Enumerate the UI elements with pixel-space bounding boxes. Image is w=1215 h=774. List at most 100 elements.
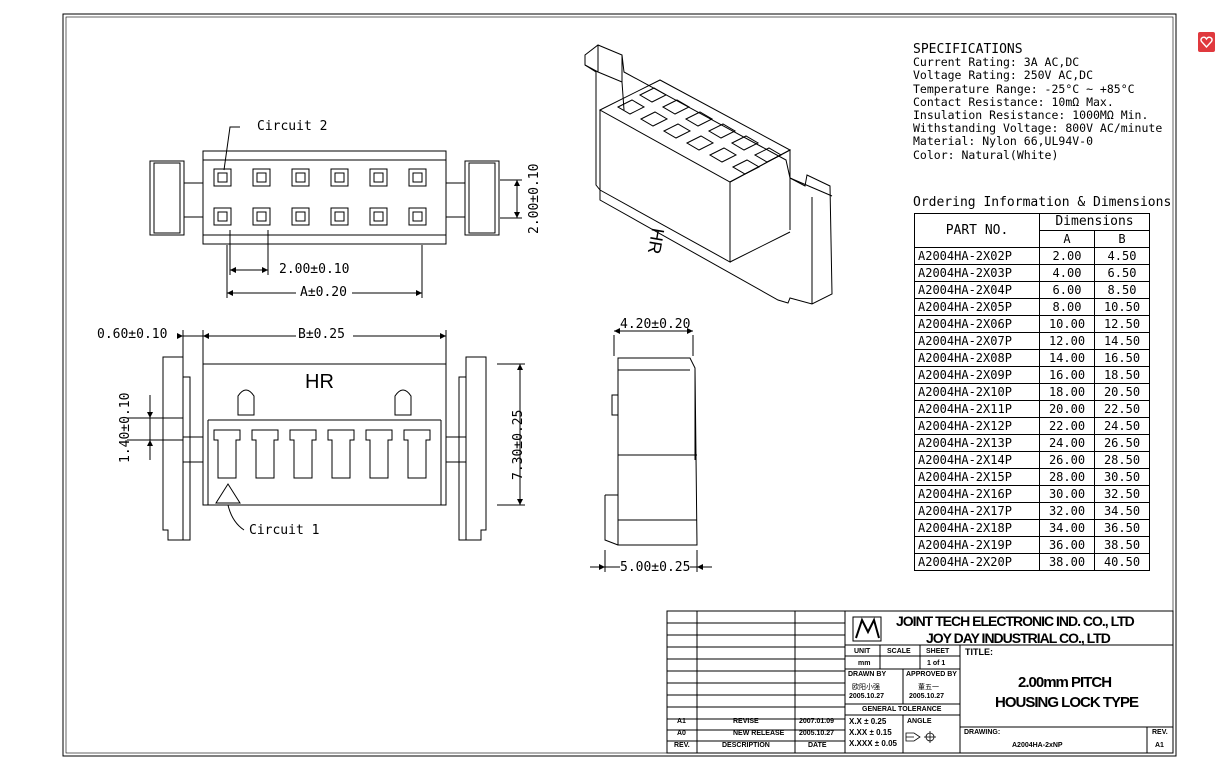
iso-cavity — [661, 99, 691, 115]
rev-code: A1 — [677, 718, 686, 725]
dim-a-cell: 32.00 — [1039, 502, 1095, 520]
part-number-cell: A2004HA-2X12P — [914, 417, 1040, 435]
front-slot — [251, 429, 279, 479]
part-number-cell: A2004HA-2X04P — [914, 281, 1040, 299]
company-name-1: JOINT TECH ELECTRONIC IND. CO., LTD — [896, 613, 1135, 629]
rev-header-2: DATE — [808, 742, 827, 749]
col-part-no: PART NO. — [914, 213, 1040, 248]
dim-a-cell: 14.00 — [1039, 349, 1095, 367]
part-number-cell: A2004HA-2X14P — [914, 451, 1040, 469]
title-line-1: 2.00mm PITCH — [1018, 674, 1112, 691]
part-number-cell: A2004HA-2X07P — [914, 332, 1040, 350]
front-slot — [327, 429, 355, 479]
tolerance-3: X.XXX ± 0.05 — [849, 739, 897, 748]
part-number-cell: A2004HA-2X17P — [914, 502, 1040, 520]
part-number-cell: A2004HA-2X16P — [914, 485, 1040, 503]
dim-a-cell: 30.00 — [1039, 485, 1095, 503]
unit-label: UNIT — [854, 648, 871, 655]
rev-label: REV. — [1152, 729, 1168, 736]
pin-contact — [256, 211, 267, 222]
iso-cavity — [616, 99, 646, 115]
col-b: B — [1094, 230, 1150, 248]
dimension-500: 5.00±0.25 — [620, 560, 691, 575]
dim-a-cell: 2.00 — [1039, 247, 1095, 265]
front-view — [162, 356, 487, 541]
dim-b-cell: 30.50 — [1094, 468, 1150, 486]
dim-a-cell: 26.00 — [1039, 451, 1095, 469]
sheet-value: 1 of 1 — [927, 660, 946, 667]
part-number-cell: A2004HA-2X02P — [914, 247, 1040, 265]
pin-cavity — [291, 168, 310, 187]
pin-contact — [412, 172, 423, 183]
pin-contact — [334, 211, 345, 222]
dim-b-cell: 18.50 — [1094, 366, 1150, 384]
front-slot — [213, 429, 241, 479]
dim-b-cell: 32.50 — [1094, 485, 1150, 503]
part-number-cell: A2004HA-2X10P — [914, 383, 1040, 401]
pin-contact — [217, 211, 228, 222]
dim-a-cell: 8.00 — [1039, 298, 1095, 316]
title-label: TITLE: — [965, 647, 993, 657]
dim-b-cell: 10.50 — [1094, 298, 1150, 316]
top-view — [149, 150, 500, 245]
hr-marking-iso: HR — [643, 226, 668, 256]
dim-b-cell: 22.50 — [1094, 400, 1150, 418]
heart-badge-icon[interactable] — [1198, 32, 1215, 52]
drawn-date: 2005.10.27 — [849, 693, 885, 700]
inner-frame — [65, 16, 1174, 754]
dim-a-cell: 34.00 — [1039, 519, 1095, 537]
pin-cavity — [369, 168, 388, 187]
sheet-label: SHEET — [926, 648, 950, 655]
rev-code: A0 — [677, 730, 686, 737]
iso-cavity — [638, 87, 668, 103]
dimension-730: 7.30±0.25 — [511, 409, 526, 480]
rev-header-0: REV. — [674, 742, 690, 749]
hr-marking: HR — [305, 371, 334, 393]
part-number-cell: A2004HA-2X11P — [914, 400, 1040, 418]
pin-cavity — [213, 168, 232, 187]
drawn-by-label: DRAWN BY — [848, 671, 887, 678]
spec-line: Temperature Range: -25°C ~ +85°C — [913, 81, 1135, 96]
dimension-a: A±0.20 — [300, 285, 347, 300]
approved-date: 2005.10.27 — [909, 693, 945, 700]
part-number-cell: A2004HA-2X05P — [914, 298, 1040, 316]
dim-a-cell: 10.00 — [1039, 315, 1095, 333]
iso-cavity — [708, 147, 738, 163]
company-name-2: JOY DAY INDUSTRIAL CO., LTD — [926, 630, 1111, 646]
dim-a-cell: 4.00 — [1039, 264, 1095, 282]
scale-label: SCALE — [887, 648, 911, 655]
dim-b-cell: 4.50 — [1094, 247, 1150, 265]
angle-label: ANGLE — [907, 718, 932, 725]
dim-a-cell: 22.00 — [1039, 417, 1095, 435]
iso-cavity — [730, 135, 760, 151]
dim-b-cell: 16.50 — [1094, 349, 1150, 367]
iso-cavity — [753, 147, 783, 163]
drawing-no: A2004HA-2xNP — [1012, 742, 1063, 749]
dim-a-cell: 24.00 — [1039, 434, 1095, 452]
pin-cavity — [330, 168, 349, 187]
specifications-heading: SPECIFICATIONS — [913, 42, 1023, 57]
dim-a-cell: 16.00 — [1039, 366, 1095, 384]
dimension-420: 4.20±0.20 — [620, 317, 691, 332]
dim-a-cell: 38.00 — [1039, 553, 1095, 571]
part-number-cell: A2004HA-2X15P — [914, 468, 1040, 486]
approved-label: APPROVED BY — [906, 671, 957, 678]
dim-b-cell: 14.50 — [1094, 332, 1150, 350]
dim-a-cell: 6.00 — [1039, 281, 1095, 299]
rev-date: 2005.10.27 — [799, 730, 835, 737]
col-a: A — [1039, 230, 1095, 248]
iso-cavity — [684, 111, 714, 127]
part-number-cell: A2004HA-2X20P — [914, 553, 1040, 571]
rev-value: A1 — [1155, 742, 1164, 749]
